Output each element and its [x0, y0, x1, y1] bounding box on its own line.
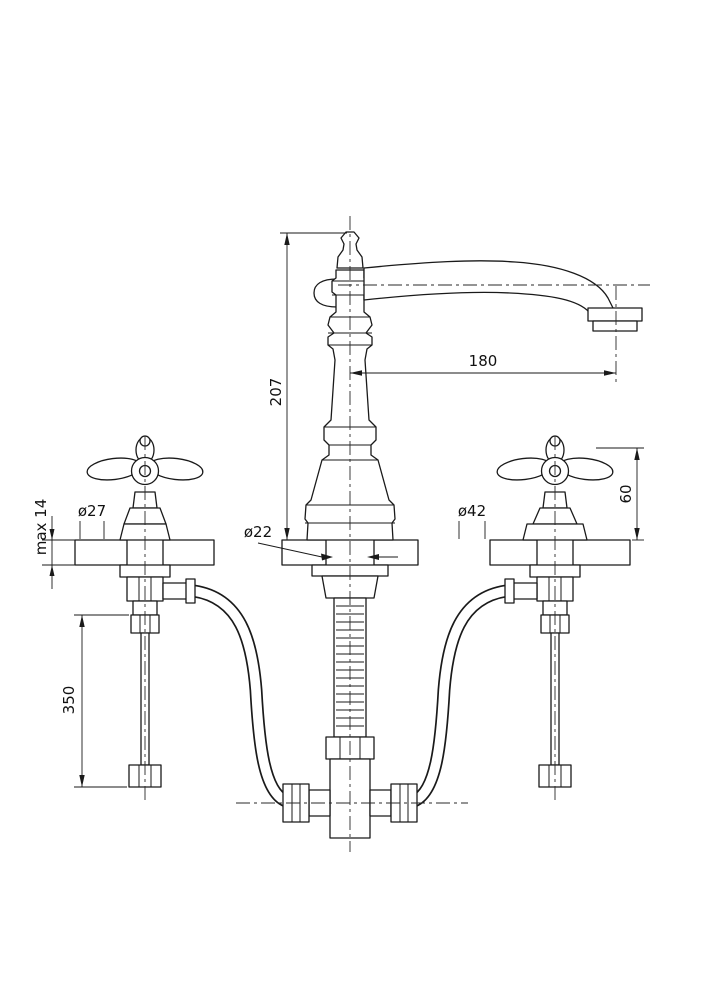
- dim-deck-thickness-label: max 14: [32, 499, 50, 556]
- left-valve-underbody: [119, 564, 196, 788]
- dim-spout-reach-label: 180: [469, 352, 498, 370]
- spout-arm: [363, 260, 614, 313]
- deck-section: [74, 539, 631, 566]
- spout-outlet-collar: [587, 307, 643, 322]
- dimension-d42: ø42: [458, 502, 486, 539]
- centerlines: [144, 216, 650, 852]
- dimension-d27: ø27: [78, 502, 106, 539]
- dimension-350: 350: [60, 614, 129, 788]
- dimension-max14: max 14: [32, 499, 76, 589]
- dim-left-handle-dia-label: ø27: [78, 502, 106, 520]
- dim-center-shank-dia-label: ø22: [244, 523, 272, 541]
- dim-right-escutcheon-dia-label: ø42: [458, 502, 486, 520]
- right-supply-hose: [410, 584, 508, 808]
- side-nub: [313, 278, 338, 308]
- spout-column: [304, 231, 643, 541]
- dimension-180: 180: [350, 352, 616, 376]
- dim-handle-height-label: 60: [617, 484, 635, 503]
- left-supply-hose: [192, 584, 290, 808]
- spout-aerator: [592, 320, 638, 332]
- dim-spout-height-label: 207: [267, 378, 285, 407]
- dim-supply-length-label: 350: [60, 686, 78, 715]
- right-valve-underbody: [504, 564, 581, 788]
- dimension-60: 60: [596, 447, 644, 541]
- dimension-207: 207: [267, 232, 347, 540]
- dimension-d22: ø22: [244, 523, 398, 561]
